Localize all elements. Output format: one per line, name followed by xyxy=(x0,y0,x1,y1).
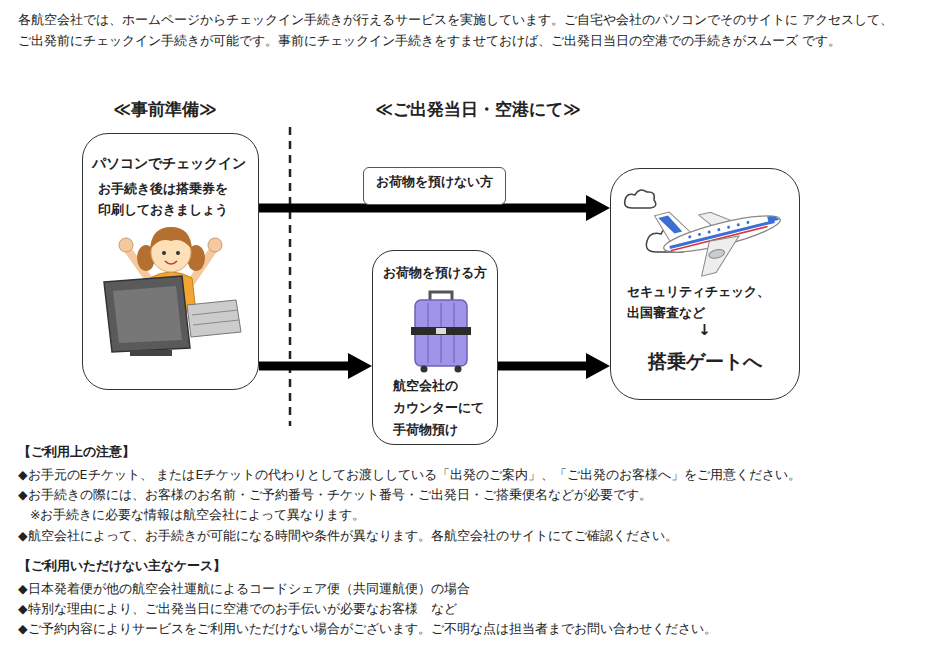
monitor-stand xyxy=(130,350,172,356)
girl-hand xyxy=(208,238,222,252)
airplane-tail xyxy=(655,208,694,244)
girl-eye xyxy=(176,251,180,255)
note-text: ◆航空会社によって、お手続きが可能になる時間や条件が異なります。各航空会社のサイ… xyxy=(18,527,678,545)
keyboard-line xyxy=(192,310,238,315)
girl-pigtail xyxy=(137,245,155,271)
note-text: 各航空会社では、ホームページからチェックイン手続きが行えるサービスを実施していま… xyxy=(18,9,943,51)
monitor-panel xyxy=(113,286,182,343)
suitcase-body xyxy=(415,300,467,366)
airplane-window xyxy=(688,235,692,239)
airplane-wing xyxy=(694,234,746,276)
section-heading: 【ご利用上の注意】 xyxy=(18,443,135,461)
note-text: ◆お手元のEチケット、 またはEチケットの代わりとしてお渡ししている「出発のご案… xyxy=(18,466,801,484)
airplane-body xyxy=(661,209,783,259)
airplane-window xyxy=(736,223,740,227)
suitcase-illustration xyxy=(411,292,471,373)
suitcase-rib xyxy=(440,303,442,363)
node-heading: セキュリティチェック、 出国審査など xyxy=(627,281,787,323)
girl-face xyxy=(151,232,191,272)
girl-mouth xyxy=(165,261,177,264)
suitcase-rib xyxy=(453,303,455,363)
node-text: お手続き後は搭乗券を 印刷しておきましょう xyxy=(98,178,248,220)
suitcase-buckle xyxy=(436,328,446,334)
girl-illustration xyxy=(119,227,222,312)
flow-arrow xyxy=(498,353,610,379)
girl-overall xyxy=(161,286,182,312)
girl-hair xyxy=(150,227,192,250)
note-text: ◆特別な理由により、ご出発当日に空港でのお手伝いが必要なお客様 など xyxy=(18,600,457,618)
computer-illustration xyxy=(104,276,241,356)
edge-label-box: お荷物を預けない方 xyxy=(363,167,506,205)
suitcase-rib xyxy=(427,303,429,363)
flow-arrow xyxy=(259,195,610,221)
cloud xyxy=(625,190,656,208)
airplane-stripe xyxy=(669,220,775,249)
cloud xyxy=(646,227,689,252)
girl-eye xyxy=(162,251,166,255)
keyboard xyxy=(187,300,241,337)
node-text: 航空会社の カウンターにて 手荷物預け xyxy=(393,375,493,441)
section-heading: ≪ご出発当日・空港にて≫ xyxy=(348,98,608,120)
airplane-engine xyxy=(708,248,725,260)
edge-label: お荷物を預けない方 xyxy=(376,174,493,191)
note-text: ※お手続きに必要な情報は航空会社によって異なります。 xyxy=(30,506,365,524)
section-heading: ≪事前準備≫ xyxy=(85,98,245,120)
girl-pigtail xyxy=(187,245,205,271)
airplane-window xyxy=(698,233,702,237)
process-box: セキュリティチェック、 出国審査など↓ 搭乗ゲートへ xyxy=(610,168,800,400)
suitcase-handle xyxy=(430,292,452,301)
flow-arrow xyxy=(259,353,372,379)
airplane-wing xyxy=(699,207,736,231)
airplane-window xyxy=(746,221,750,225)
suitcase-wheel xyxy=(455,366,462,373)
airplane-window xyxy=(717,228,721,232)
airplane-stripe xyxy=(670,226,767,252)
note-text: ◆お手続きの際には、お客様のお名前・ご予約番号・チケット番号・ご出発日・ご搭乗便… xyxy=(18,486,652,504)
airplane-illustration xyxy=(625,186,789,283)
section-heading: 【ご利用いただけない主なケース】 xyxy=(18,557,226,575)
node-text: ↓ xyxy=(611,320,798,340)
node-text: 搭乗ゲートへ xyxy=(611,349,798,373)
node-heading: パソコンでチェックイン xyxy=(92,153,257,173)
airplane-window xyxy=(727,225,731,229)
airplane-tail-mark xyxy=(658,213,682,236)
suitcase-strap xyxy=(411,327,471,335)
girl-arm xyxy=(128,250,152,284)
airplane-cockpit xyxy=(767,214,779,222)
keyboard-line xyxy=(193,320,239,325)
airplane-window xyxy=(707,230,711,234)
node-heading: お荷物を預ける方 xyxy=(373,263,496,283)
divider-line xyxy=(289,127,292,426)
process-box: パソコンでチェックインお手続き後は搭乗券を 印刷しておきましょう xyxy=(82,133,259,390)
monitor-back xyxy=(104,276,190,352)
girl-arm xyxy=(190,250,213,284)
suitcase-wheel xyxy=(421,366,428,373)
girl-shirt xyxy=(146,272,196,312)
airplane xyxy=(655,186,789,283)
process-box: お荷物を預ける方航空会社の カウンターにて 手荷物預け xyxy=(372,250,498,445)
note-text: ◆日本発着便が他の航空会社運航によるコードシェア便（共同運航便）の場合 xyxy=(18,580,470,598)
note-text: ◆ご予約内容によりサービスをご利用いただけない場合がございます。ご不明な点は担当… xyxy=(18,620,717,638)
girl-hand xyxy=(119,238,133,252)
